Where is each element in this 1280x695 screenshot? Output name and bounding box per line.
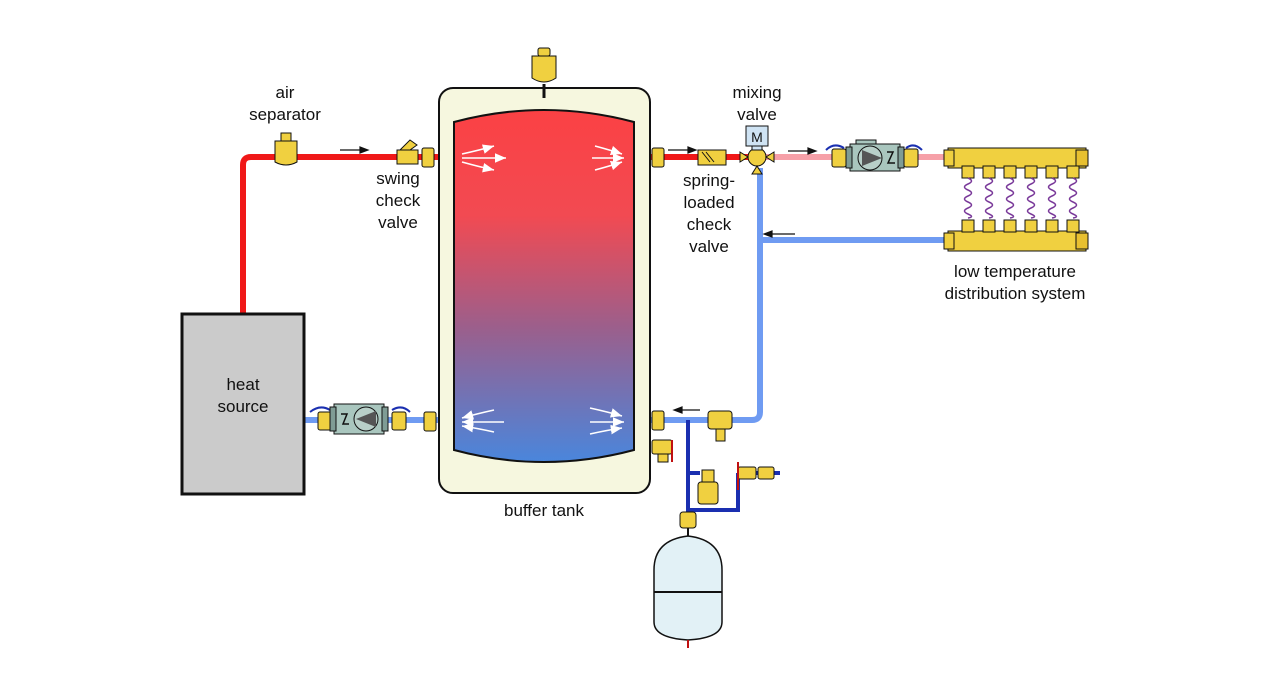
spring-check-valve-label-line1: spring- (683, 171, 735, 190)
mixing-valve-body (739, 147, 775, 175)
return-circulator (329, 403, 389, 435)
swing-check-valve-label-line1: swing (376, 169, 420, 188)
spring-check-valve-label-line4: valve (689, 237, 729, 256)
swing-check-valve-icon (396, 139, 419, 165)
spring-check-valve-icon (697, 149, 727, 166)
pump-handles (309, 144, 923, 413)
mixing-valve-label-line1: mixing (732, 83, 782, 102)
buffer-tank-label: buffer tank (474, 500, 614, 522)
air-separator-label-line1: air (275, 83, 295, 102)
heat-source-label-line1: heat (226, 375, 260, 394)
swing-check-valve-label: swing check valve (355, 168, 441, 234)
pressure-reducing-valve-icon (697, 469, 719, 505)
tank-flow-arrows (461, 144, 624, 435)
motor-letter: M (751, 129, 763, 145)
tank-drain-valve-icon (651, 439, 673, 463)
distribution-label-line2: distribution system (944, 284, 1086, 303)
tank-air-vent (531, 47, 557, 83)
expansion-tank (653, 528, 723, 648)
air-separator-icon (274, 132, 298, 166)
valve-handles (671, 440, 739, 490)
brass-fittings (274, 47, 919, 529)
distribution-system-label: low temperature distribution system (920, 261, 1110, 305)
air-separator-label: air separator (230, 82, 340, 126)
heat-source-label-line2: source (217, 397, 269, 416)
spring-check-valve-label: spring- loaded check valve (666, 170, 752, 258)
spring-check-valve-label-line2: loaded (683, 193, 735, 212)
supply-manifold (943, 147, 1089, 179)
mixing-valve-actuator: M (745, 125, 769, 151)
radiant-circuits (963, 177, 1078, 219)
purge-valve-icon (707, 410, 733, 442)
air-separator-label-line2: separator (249, 105, 321, 124)
return-manifold (943, 219, 1089, 252)
pipe-flow-arrows (340, 146, 818, 414)
swing-check-valve-label-line2: check (375, 191, 421, 210)
heat-source-box (180, 312, 306, 496)
swing-check-valve-label-line3: valve (378, 213, 418, 232)
supply-circulator (845, 139, 905, 172)
buffer-tank (438, 84, 651, 494)
heat-source-label: heat source (192, 374, 294, 418)
mixing-valve-label: mixing valve (712, 82, 802, 126)
distribution-label-line1: low temperature (954, 262, 1076, 281)
spring-check-valve-label-line3: check (686, 215, 732, 234)
mixing-valve-label-line2: valve (737, 105, 777, 124)
buffer-tank-label-text: buffer tank (503, 501, 585, 520)
